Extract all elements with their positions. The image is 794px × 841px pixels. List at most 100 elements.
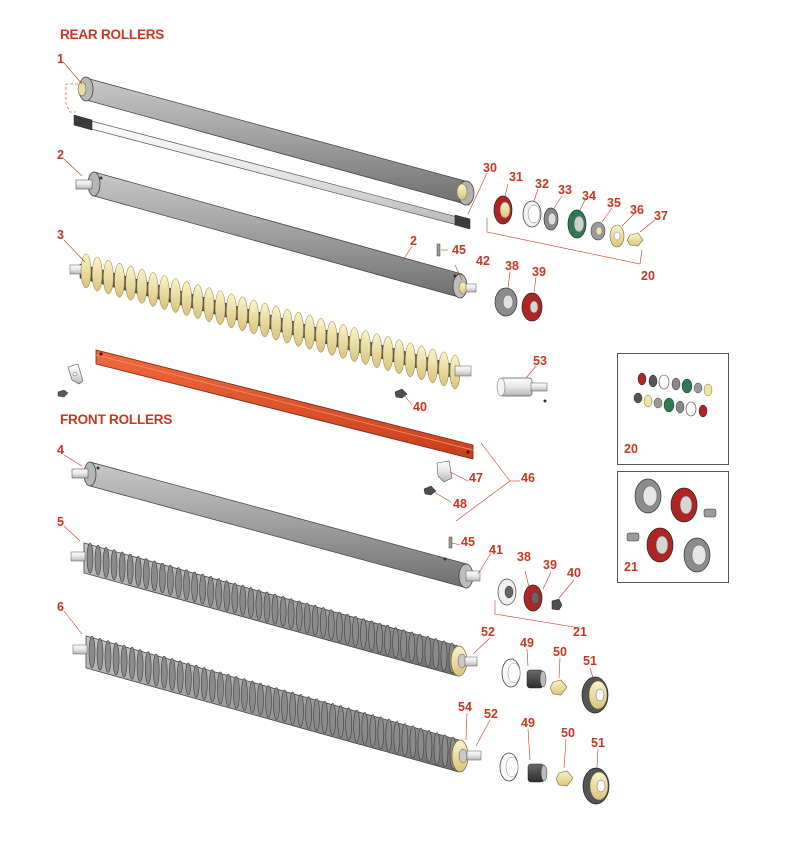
roller-groove (287, 598, 295, 629)
roller-groove (441, 734, 449, 768)
callout-6: 6 (57, 600, 64, 614)
roller-ring (214, 290, 226, 325)
roller-groove (297, 694, 304, 727)
roller-groove (118, 551, 126, 583)
roller-ring (371, 333, 382, 368)
roller-groove (167, 564, 174, 596)
callout-45-upper: 45 (452, 243, 466, 257)
callout-40-upper: 40 (413, 400, 427, 414)
roller-groove (143, 558, 150, 589)
roller-groove (110, 549, 118, 581)
roller-ring (91, 256, 103, 292)
roller-ring (416, 345, 427, 381)
roller-groove (185, 662, 192, 696)
roller-ring (159, 275, 170, 310)
roller-groove (400, 629, 408, 661)
roller-groove (136, 649, 144, 682)
roller-ring (259, 302, 271, 338)
roller-ring (125, 265, 136, 301)
roller-ring (326, 321, 338, 356)
front-roller-6-grooved (72, 635, 482, 773)
roller-ring (270, 305, 282, 341)
callout-35: 35 (607, 196, 621, 210)
roller-groove (233, 676, 240, 709)
roller-groove (313, 698, 320, 732)
rear-roller-3-grooved (69, 253, 472, 390)
roller-groove (409, 725, 417, 759)
roller-ring (360, 330, 371, 365)
roller-ring (248, 299, 259, 335)
roller-ring (136, 269, 148, 304)
roller-ring (382, 336, 394, 371)
roller-groove (231, 582, 239, 614)
roller-ring (147, 272, 159, 307)
roller-ring (304, 314, 315, 350)
callout-32: 32 (535, 177, 549, 191)
pin-45-lower (448, 536, 453, 549)
roller-groove (319, 607, 327, 638)
roller-ring (315, 318, 327, 353)
roller-groove (425, 729, 433, 763)
inset-kit-20: 20 (617, 353, 729, 465)
roller-groove (392, 627, 400, 658)
roller-groove (408, 631, 416, 663)
callout-38-upper: 38 (505, 259, 519, 273)
roller-groove (201, 667, 208, 700)
roller-groove (361, 711, 369, 745)
bearing-kit-21-parts (497, 578, 563, 612)
roller-ring (203, 287, 215, 322)
callout-36: 36 (630, 203, 644, 217)
rear-rollers-title: REAR ROLLERS (60, 27, 165, 42)
roller-groove (249, 680, 256, 714)
roller-groove (336, 611, 343, 643)
roller-ring (293, 311, 304, 347)
callout-51-lower: 51 (591, 736, 605, 750)
roller-ring (349, 327, 360, 362)
callout-46: 46 (521, 471, 535, 485)
roller-groove (360, 618, 367, 649)
roller-groove (239, 584, 247, 616)
roller-groove (191, 571, 198, 603)
roller-groove (289, 691, 296, 725)
inset-21-label: 21 (624, 560, 638, 574)
roller-groove (94, 544, 102, 576)
roller-groove (344, 613, 351, 645)
bushing-53 (496, 377, 548, 403)
roller-groove (377, 716, 385, 750)
roller-groove (327, 609, 335, 641)
callout-50-upper: 50 (553, 645, 567, 659)
roller-groove (321, 700, 328, 734)
leader-lines (63, 62, 656, 769)
callout-31: 31 (509, 170, 523, 184)
callout-41: 41 (489, 543, 503, 557)
roller-groove (225, 673, 232, 707)
roller-groove (263, 591, 271, 623)
nut-48 (423, 485, 437, 496)
roller-ring (393, 339, 405, 374)
roller-groove (271, 593, 279, 625)
roller-groove (353, 709, 361, 743)
roller-groove (207, 575, 214, 607)
roller-groove (273, 687, 280, 720)
callout-52-lower: 52 (484, 707, 498, 721)
roller-groove (128, 646, 136, 680)
kit-20-parts-icon (633, 372, 713, 418)
roller-groove (104, 640, 112, 673)
roller-groove (440, 640, 448, 672)
rear-roller-1 (65, 76, 475, 230)
roller-groove (183, 569, 190, 601)
roller-ring (114, 262, 125, 298)
roller-groove (433, 732, 441, 765)
pin-45-upper (436, 243, 441, 257)
callout-45-lower: 45 (461, 535, 475, 549)
roller-groove (257, 682, 264, 716)
roller-ring (282, 308, 293, 344)
roller-groove (384, 624, 391, 656)
roller-groove (345, 707, 353, 741)
roller-groove (385, 718, 393, 752)
roller-groove (126, 553, 134, 585)
roller-ring (103, 259, 114, 295)
roller-groove (417, 727, 425, 761)
front-roller-5-grooved (70, 542, 478, 677)
bearing-set-lower (499, 752, 610, 805)
